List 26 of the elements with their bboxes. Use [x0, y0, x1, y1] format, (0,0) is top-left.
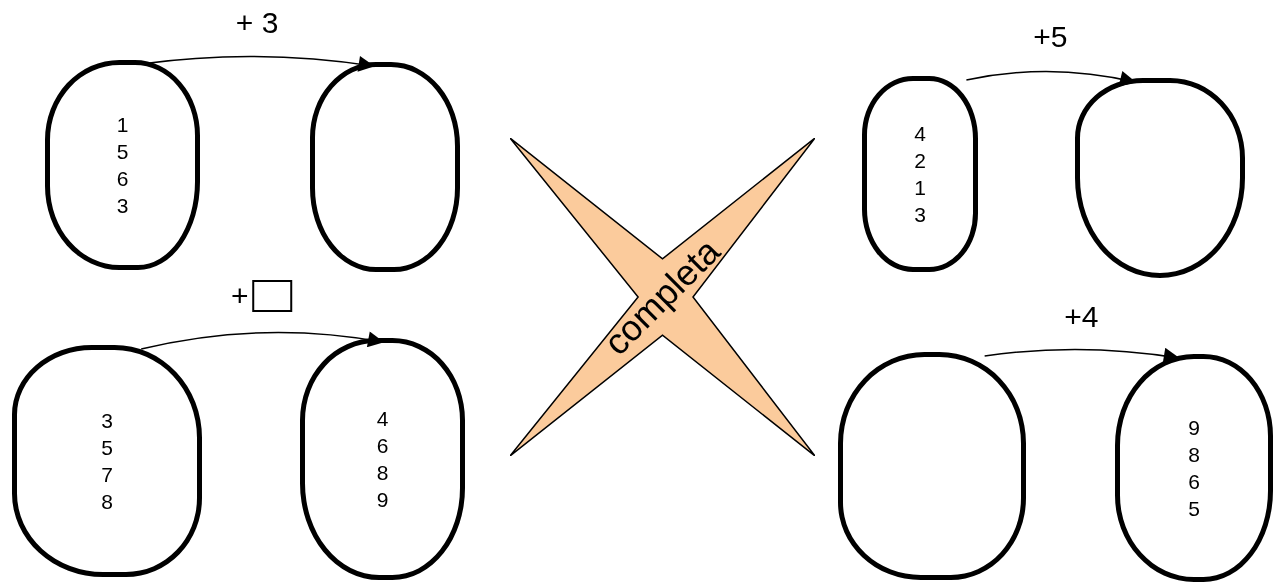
edge-label: + — [231, 281, 249, 311]
set-number: 2 — [914, 148, 926, 174]
set-number: 5 — [1188, 496, 1200, 522]
set-number: 4 — [376, 406, 389, 432]
edge-label: +5 — [1033, 22, 1068, 52]
set-number: 8 — [101, 489, 113, 515]
set-number: 7 — [101, 462, 113, 488]
set-number: 5 — [116, 139, 129, 165]
set-number: 8 — [1188, 442, 1200, 468]
set-number: 1 — [914, 175, 926, 201]
set-number: 9 — [1188, 415, 1200, 441]
set-number: 8 — [376, 460, 389, 486]
set-number: 3 — [914, 202, 926, 228]
set-number: 3 — [101, 408, 113, 434]
edge-label: + 3 — [235, 8, 279, 38]
set-number: 4 — [914, 121, 926, 147]
set-number: 3 — [116, 193, 129, 219]
set-number: 5 — [101, 435, 113, 461]
set-number: 6 — [376, 433, 389, 459]
arrow — [983, 347, 1180, 364]
set-number: 6 — [1188, 469, 1200, 495]
set-number: 1 — [116, 112, 129, 138]
edge-label: +4 — [1064, 302, 1099, 332]
set-number: 6 — [116, 166, 129, 192]
set-number: 9 — [376, 487, 389, 513]
arrow — [140, 331, 385, 350]
